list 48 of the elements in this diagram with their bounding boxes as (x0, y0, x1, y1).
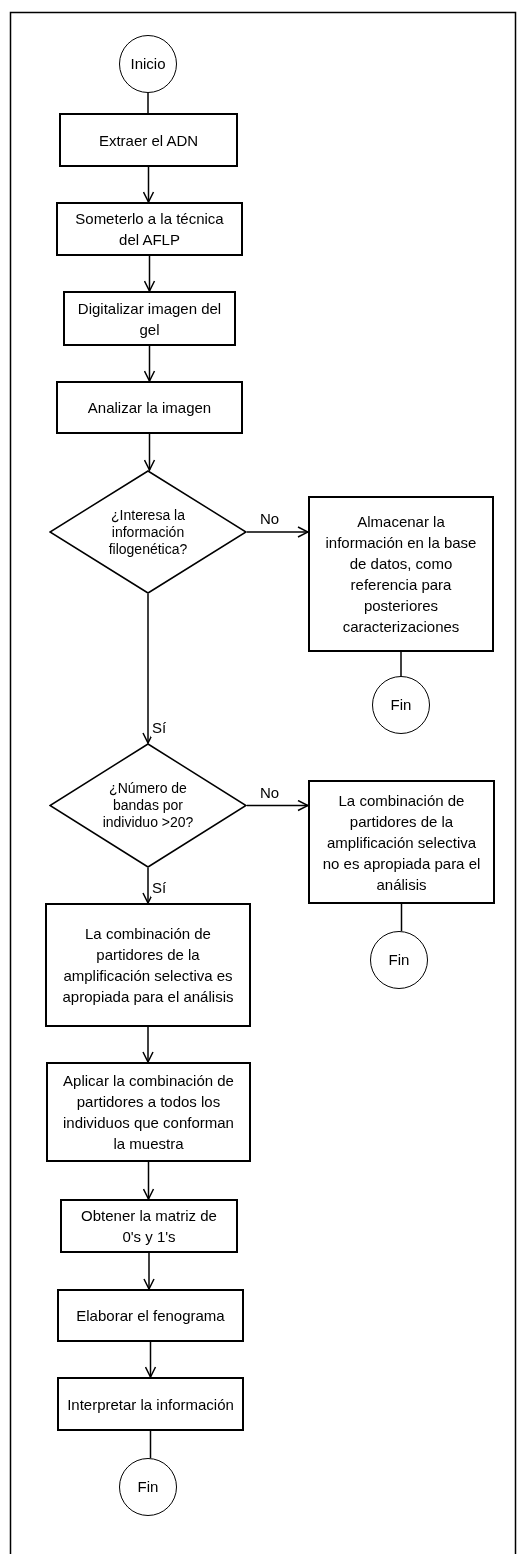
node-text: Analizar la imagen (87, 398, 212, 418)
arrow (144, 1341, 157, 1378)
process-box (59, 113, 238, 167)
process-box (63, 291, 236, 346)
node-text: La combinación de partidores de la amplificación selectiva no es apropiada para el análisis (321, 790, 482, 895)
node-text: ¿Interesa la información filogenética? (107, 506, 189, 558)
process-box (57, 1377, 244, 1431)
node-text: Fin (137, 1476, 159, 1497)
process-box (46, 1062, 251, 1162)
node-text: Obtener la matriz de 0's y 1's (80, 1206, 218, 1247)
arrow (142, 867, 154, 904)
arrow (142, 166, 155, 203)
connector-line (400, 651, 402, 677)
node-text: Almacenar la información en la base de datos, como referencia para posteriores caracterizaciones (324, 512, 478, 637)
decision-diamond (49, 470, 247, 594)
node-text: La combinación de partidores de la amplificación selectiva es apropiada para el análisis (61, 924, 235, 1007)
arrow (142, 1161, 155, 1200)
arrow (142, 1026, 154, 1063)
arrow (143, 345, 156, 382)
arrow (143, 433, 156, 471)
arrow (143, 255, 156, 292)
decision-diamond (49, 743, 247, 868)
process-box (45, 903, 251, 1027)
arrow (246, 526, 309, 538)
connector-line (149, 1430, 152, 1459)
process-box (60, 1199, 238, 1253)
edge-label: Sí (151, 879, 168, 897)
node-text: Inicio (130, 53, 166, 74)
arrow (143, 1252, 155, 1290)
node-text: Someterlo a la técnica del AFLP (74, 209, 225, 250)
arrow (142, 593, 154, 744)
node-text: Elaborar el fenograma (76, 1306, 225, 1326)
process-box (57, 1289, 244, 1342)
process-box (56, 202, 243, 256)
node-text: Fin (388, 949, 410, 970)
connector-line (400, 903, 403, 932)
node-text: Interpretar la información (67, 1394, 234, 1415)
node-text: Digitalizar imagen del gel (76, 298, 223, 340)
arrow (246, 799, 309, 812)
edge-label: Sí (151, 719, 168, 737)
node-text: Aplicar la combinación de partidores a todos los individuos que conforman la muestra (62, 1071, 235, 1154)
process-box (56, 381, 243, 434)
process-box (308, 780, 495, 904)
node-text: Extraer el ADN (98, 130, 199, 151)
node-text: Fin (390, 694, 412, 715)
node-text: ¿Número de bandas por individuo >20? (101, 780, 195, 831)
process-box (308, 496, 494, 652)
connector-line (147, 92, 149, 114)
